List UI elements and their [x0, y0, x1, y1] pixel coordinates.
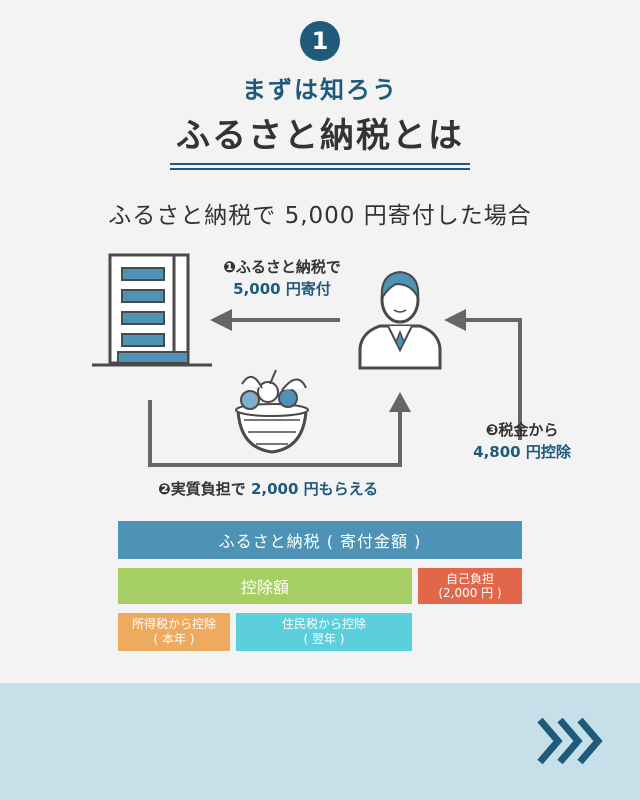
footer-band	[0, 683, 640, 800]
office-building-icon	[92, 253, 212, 367]
scenario-subtitle: ふるさと納税で 5,000 円寄付した場合	[108, 203, 532, 229]
flow-step2-label: ❷実質負担で 2,000 円もらえる	[158, 480, 379, 498]
flow-arrows	[148, 318, 522, 467]
flow-step3-label: ❸税金から 4,800 円控除	[473, 421, 571, 461]
triple-chevron-right-icon[interactable]	[536, 716, 606, 766]
title-underline-bottom	[170, 168, 470, 170]
arrow-tax-deduction	[458, 318, 522, 440]
resident-tax-deduction-bar: 住民税から控除 ( 翌年 )	[236, 613, 412, 651]
self-burden-bar: 自己負担 (2,000 円 )	[418, 568, 522, 604]
donation-total-bar: ふるさと納税 ( 寄付金額 )	[118, 521, 522, 559]
step-number-badge: 1	[300, 21, 340, 61]
vegetable-basket-icon	[235, 369, 309, 454]
income-tax-deduction-bar: 所得税から控除 ( 本年 )	[118, 613, 230, 651]
page-title: ふるさと納税とは	[176, 116, 464, 156]
eyebrow-heading: まずは知ろう	[242, 76, 398, 104]
flow-step1-label: ❶ふるさと納税で 5,000 円寄付	[223, 258, 341, 298]
title-underline-top	[170, 163, 470, 165]
arrow-return-gift	[148, 400, 402, 467]
deduction-amount-bar: 控除額	[118, 568, 412, 604]
business-person-icon	[358, 270, 442, 370]
flow-diagram	[92, 253, 522, 467]
